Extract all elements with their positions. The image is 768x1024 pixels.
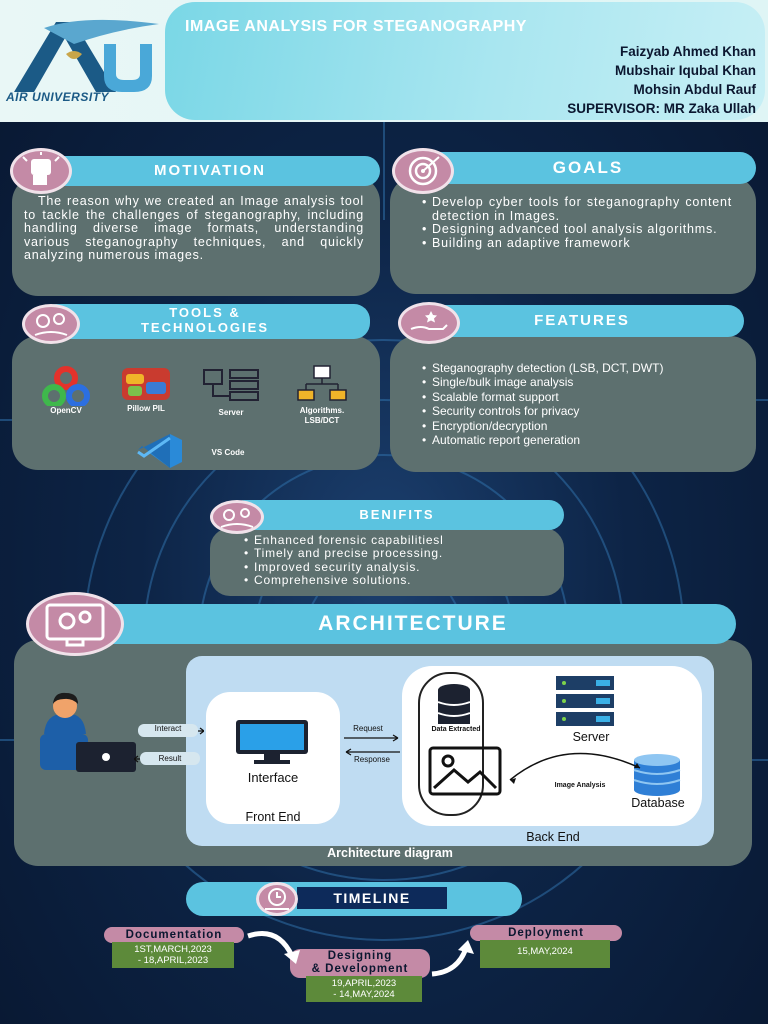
timeline-arrow [247,931,300,964]
timeline-badge [256,882,298,916]
feature-item: Scalable format support [422,390,752,405]
timeline-date: - 14,MAY,2024 [333,989,395,1000]
timeline-heading: TIMELINE [296,886,448,910]
architecture-badge [26,592,124,656]
benefit-item: Enhanced forensic capabilitiesl [244,533,554,548]
architecture-heading: ARCHITECTURE [90,604,736,644]
interface-label: Interface [247,770,299,785]
benefit-item: Timely and precise processing. [244,546,554,561]
benefit-item: Comprehensive solutions. [244,573,554,588]
raised-fist-icon [22,152,60,185]
goals-badge [392,148,454,194]
database-stack-icon [437,684,471,724]
tool-label: Algorithms. LSB/DCT [299,406,345,425]
timeline-stage-label-line: Designing [327,950,393,962]
header-title-panel [165,2,765,120]
supervisor-name: SUPERVISOR: MR Zaka Ullah [567,101,756,116]
vscode-icon [137,434,182,468]
poster-title: IMAGE ANALYSIS FOR STEGANOGRAPHY [185,18,527,35]
timeline-date: 19,APRIL,2023 [331,978,397,989]
logo-text: AIR UNIVERSITY [6,90,110,104]
goals-heading: GOALS [420,152,756,184]
gears-people-icon [34,313,68,336]
feature-item: Steganography detection (LSB, DCT, DWT) [422,361,752,376]
interact-label: Interact [154,724,182,733]
benefit-item: Improved security analysis. [244,560,554,575]
feature-item: Encryption/decryption [422,419,752,434]
request-response-arrows [344,734,400,756]
pillow-icon [122,368,170,400]
feature-item: Single/bulk image analysis [422,375,752,390]
features-heading: FEATURES [420,305,744,337]
architecture-caption: Architecture diagram [327,846,453,860]
tool-label: VS Code [211,448,245,457]
clock-icon [265,888,289,910]
features-badge [398,302,460,344]
benefits-list: Enhanced forensic capabilitiesl Timely a… [244,533,554,588]
image-analysis-label: Image Analysis [554,782,606,789]
server-label: Server [572,730,610,744]
gears-people-icon [220,508,254,528]
hand-star-icon [410,311,448,330]
timeline-stage-dates: 19,APRIL,2023 - 14,MAY,2024 [306,976,422,1002]
features-list: Steganography detection (LSB, DCT, DWT) … [422,361,752,448]
user-at-laptop-icon [40,692,136,772]
response-label: Response [353,755,391,764]
author-name: Faizyab Ahmed Khan [619,44,756,59]
feature-item: Automatic report generation [422,433,752,448]
tool-label: Server [218,408,244,417]
motivation-badge [10,148,72,194]
request-label: Request [353,724,383,733]
air-university-logo [14,19,159,92]
monitor-gears-icon [45,603,105,647]
algorithm-flowchart-icon [297,365,347,401]
timeline-stage-dates: 1ST,MARCH,2023 - 18,APRIL,2023 [112,942,234,968]
opencv-icon [42,366,90,406]
timeline-date: - 18,APRIL,2023 [137,955,209,966]
interact-result-arrows [134,724,204,765]
tools-heading: TOOLS & TECHNOLOGIES [40,304,370,339]
tools-badge [22,304,80,344]
benefits-badge [210,500,264,534]
back-end-label: Back End [526,830,580,844]
timeline-stage-label-line: & Development [311,963,409,975]
image-icon [428,746,502,796]
goals-list: Develop cyber tools for steganography co… [422,195,732,251]
timeline-arrow [431,940,474,977]
database-label: Database [631,796,685,810]
target-icon [408,156,440,186]
front-end-label: Front End [245,810,301,824]
benefits-heading: BENIFITS [230,500,564,530]
backend-divider [418,672,484,816]
timeline-date: 15,MAY,2024 [517,946,573,957]
goal-item: Develop cyber tools for steganography co… [422,195,732,223]
data-extracted-label: Data Extracted [431,726,481,733]
tools-heading-line: TOOLS & [169,305,241,320]
tools-heading-line: TECHNOLOGIES [140,320,269,335]
goal-item: Building an adaptive framework [422,236,732,251]
result-label: Result [158,754,182,763]
goal-item: Designing advanced tool analysis algorit… [422,222,732,237]
feature-item: Security controls for privacy [422,404,752,419]
database-icon [633,754,681,796]
server-rack-icon [556,676,614,726]
motivation-heading: MOTIVATION [40,156,380,186]
monitor-icon [236,720,308,764]
author-name: Mubshair Iqubal Khan [614,63,756,78]
timeline-date: 1ST,MARCH,2023 [134,944,212,955]
timeline-stage-label: Documentation [104,927,244,943]
timeline-stage-dates: 15,MAY,2024 [480,940,610,968]
author-list: Faizyab Ahmed Khan Mubshair Iqubal Khan … [567,42,756,118]
image-analysis-arrows [509,752,641,784]
author-name: Mohsin Abdul Rauf [633,82,756,97]
timeline-stage-label: Designing & Development [290,949,430,978]
timeline-stage-label: Deployment [470,925,622,941]
motivation-text: The reason why we created an Image analy… [24,194,364,262]
tool-label: Pillow PIL [127,404,165,413]
server-icon [203,369,259,401]
motivation-card [12,176,380,296]
tool-label: OpenCV [50,406,82,415]
